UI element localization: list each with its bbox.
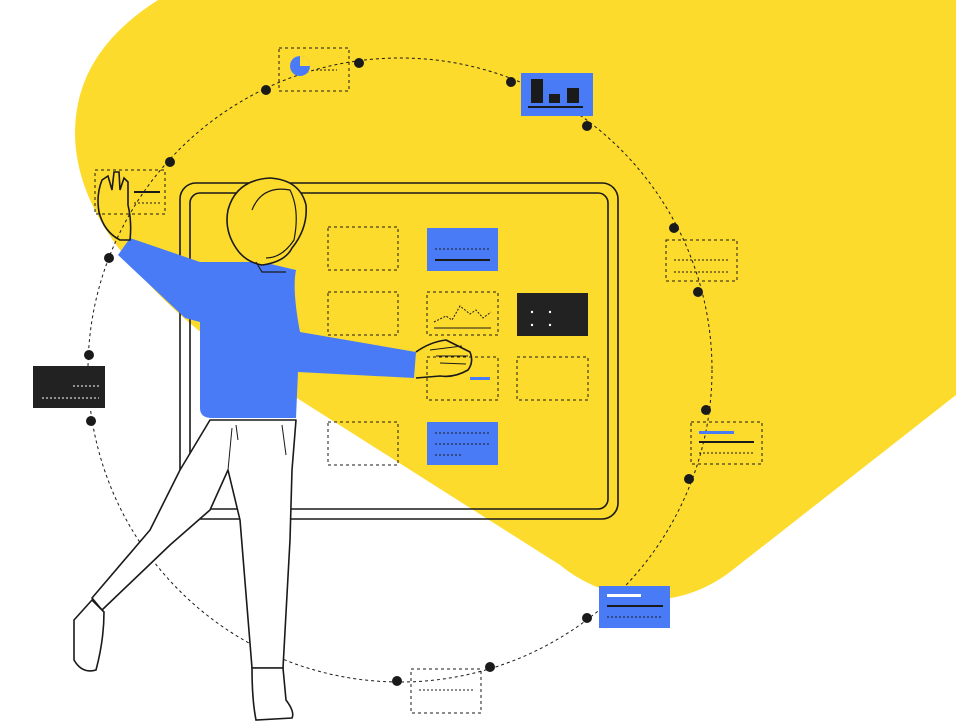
tile-empty: [327, 421, 399, 466]
shoe-right: [251, 667, 294, 721]
list-card-right: [665, 239, 738, 282]
touching-hand: [415, 339, 473, 379]
head: [226, 177, 308, 273]
orbit-node: [104, 253, 114, 263]
sweater: [118, 238, 416, 418]
orbit-node: [261, 85, 271, 95]
blue-card-bottom: [599, 586, 670, 628]
orbit-node: [354, 58, 364, 68]
orbit-nodes: [84, 58, 711, 686]
bar-chart-card: [521, 73, 593, 116]
orbit-node: [693, 287, 703, 297]
orbit-node: [701, 405, 711, 415]
raised-hand: [97, 171, 132, 241]
tile-hand-target: [426, 356, 499, 401]
tile-empty: [327, 226, 399, 271]
bar-chart-icon: [528, 79, 583, 108]
orbit-node: [669, 223, 679, 233]
tile-blue-text: [427, 228, 498, 271]
tile-dark: [517, 293, 588, 336]
text-card-right: [690, 421, 763, 465]
shoe-left: [73, 598, 105, 672]
orbit-node: [684, 474, 694, 484]
empty-card-bottom: [410, 668, 482, 714]
orbit-node: [84, 350, 94, 360]
dashboard-screen: [179, 182, 619, 520]
orbit-node: [506, 77, 516, 87]
tile-empty: [327, 291, 399, 336]
orbit-node: [582, 613, 592, 623]
pie-card: [278, 47, 350, 92]
yellow-blob: [75, 0, 956, 601]
dark-card-left: [33, 366, 105, 408]
orbit-node: [582, 121, 592, 131]
orbit-node: [485, 662, 495, 672]
orbit-node: [86, 416, 96, 426]
trousers: [91, 419, 297, 669]
person: [73, 171, 473, 721]
tile-empty: [516, 356, 589, 401]
line-chart-icon: [426, 291, 499, 336]
orbit-node: [392, 676, 402, 686]
pie-chart-icon: [290, 56, 310, 76]
orbit-node: [165, 157, 175, 167]
small-card-upper-left: [94, 169, 166, 215]
finger-lines: [429, 345, 468, 365]
dashboard-tiles: [327, 226, 589, 466]
tile-blue-list: [427, 422, 498, 465]
